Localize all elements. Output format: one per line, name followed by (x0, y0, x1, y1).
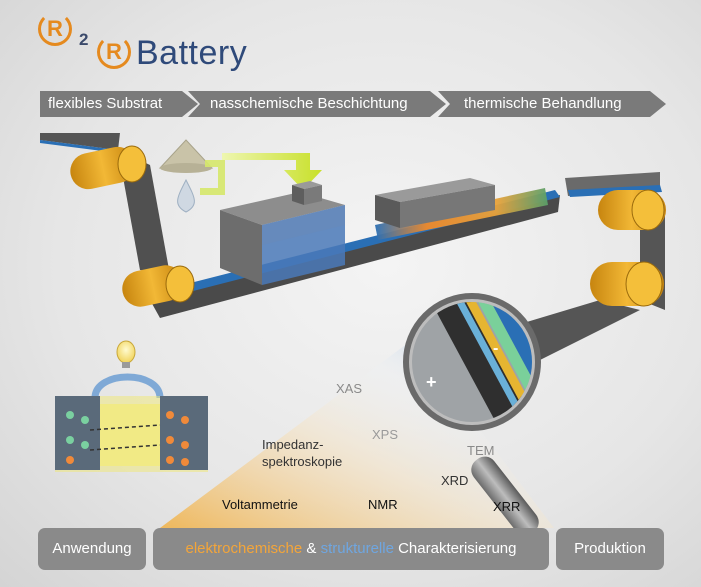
step-nasschemische-beschichtung: nasschemische Beschichtung (188, 91, 446, 117)
analysis-wedge (160, 340, 554, 528)
battery-cell-icon (55, 340, 208, 472)
logo-two: 2 (79, 30, 89, 49)
roller-bottom-right (590, 261, 664, 307)
roller-top-right (598, 189, 666, 231)
logo-r-icon: R (38, 12, 72, 46)
method-xrr: XRR (493, 499, 521, 514)
pill-anwendung: Anwendung (38, 528, 146, 570)
label-charakterisierung: Charakterisierung (393, 540, 517, 557)
method-impedanz: Impedanz- spektroskopie (262, 437, 343, 469)
method-nmr: NMR (368, 497, 398, 512)
step-thermische-behandlung: thermische Behandlung (438, 91, 666, 117)
magnifier-icon (403, 293, 541, 536)
logo-r-icon-2: R (97, 35, 131, 69)
pill-produktion: Produktion (556, 528, 664, 570)
method-tem: TEM (467, 443, 495, 458)
step-flexibles-substrat: flexibles Substrat (40, 91, 198, 117)
label-amp: & (302, 540, 321, 557)
logo-battery-text: Battery (136, 34, 248, 72)
pill-charakterisierung: elektrochemische & strukturelle Charakte… (153, 528, 549, 570)
method-xps: XPS (372, 427, 399, 442)
method-xas: XAS (336, 381, 363, 396)
label-elektrochemische: elektrochemische (185, 540, 303, 557)
roller-bottom-left (122, 265, 195, 307)
roller-top-left (70, 145, 147, 190)
thermal-unit (375, 178, 495, 228)
method-xrd: XRD (441, 473, 469, 488)
label-strukturelle: strukturelle (320, 540, 394, 557)
method-voltammetrie: Voltammetrie (222, 497, 298, 512)
coating-unit (220, 181, 345, 285)
plus-sign: + (426, 372, 437, 392)
feed-arrow-icon (222, 153, 322, 190)
minus-sign: - (493, 340, 499, 357)
droplet-icon (177, 178, 195, 213)
